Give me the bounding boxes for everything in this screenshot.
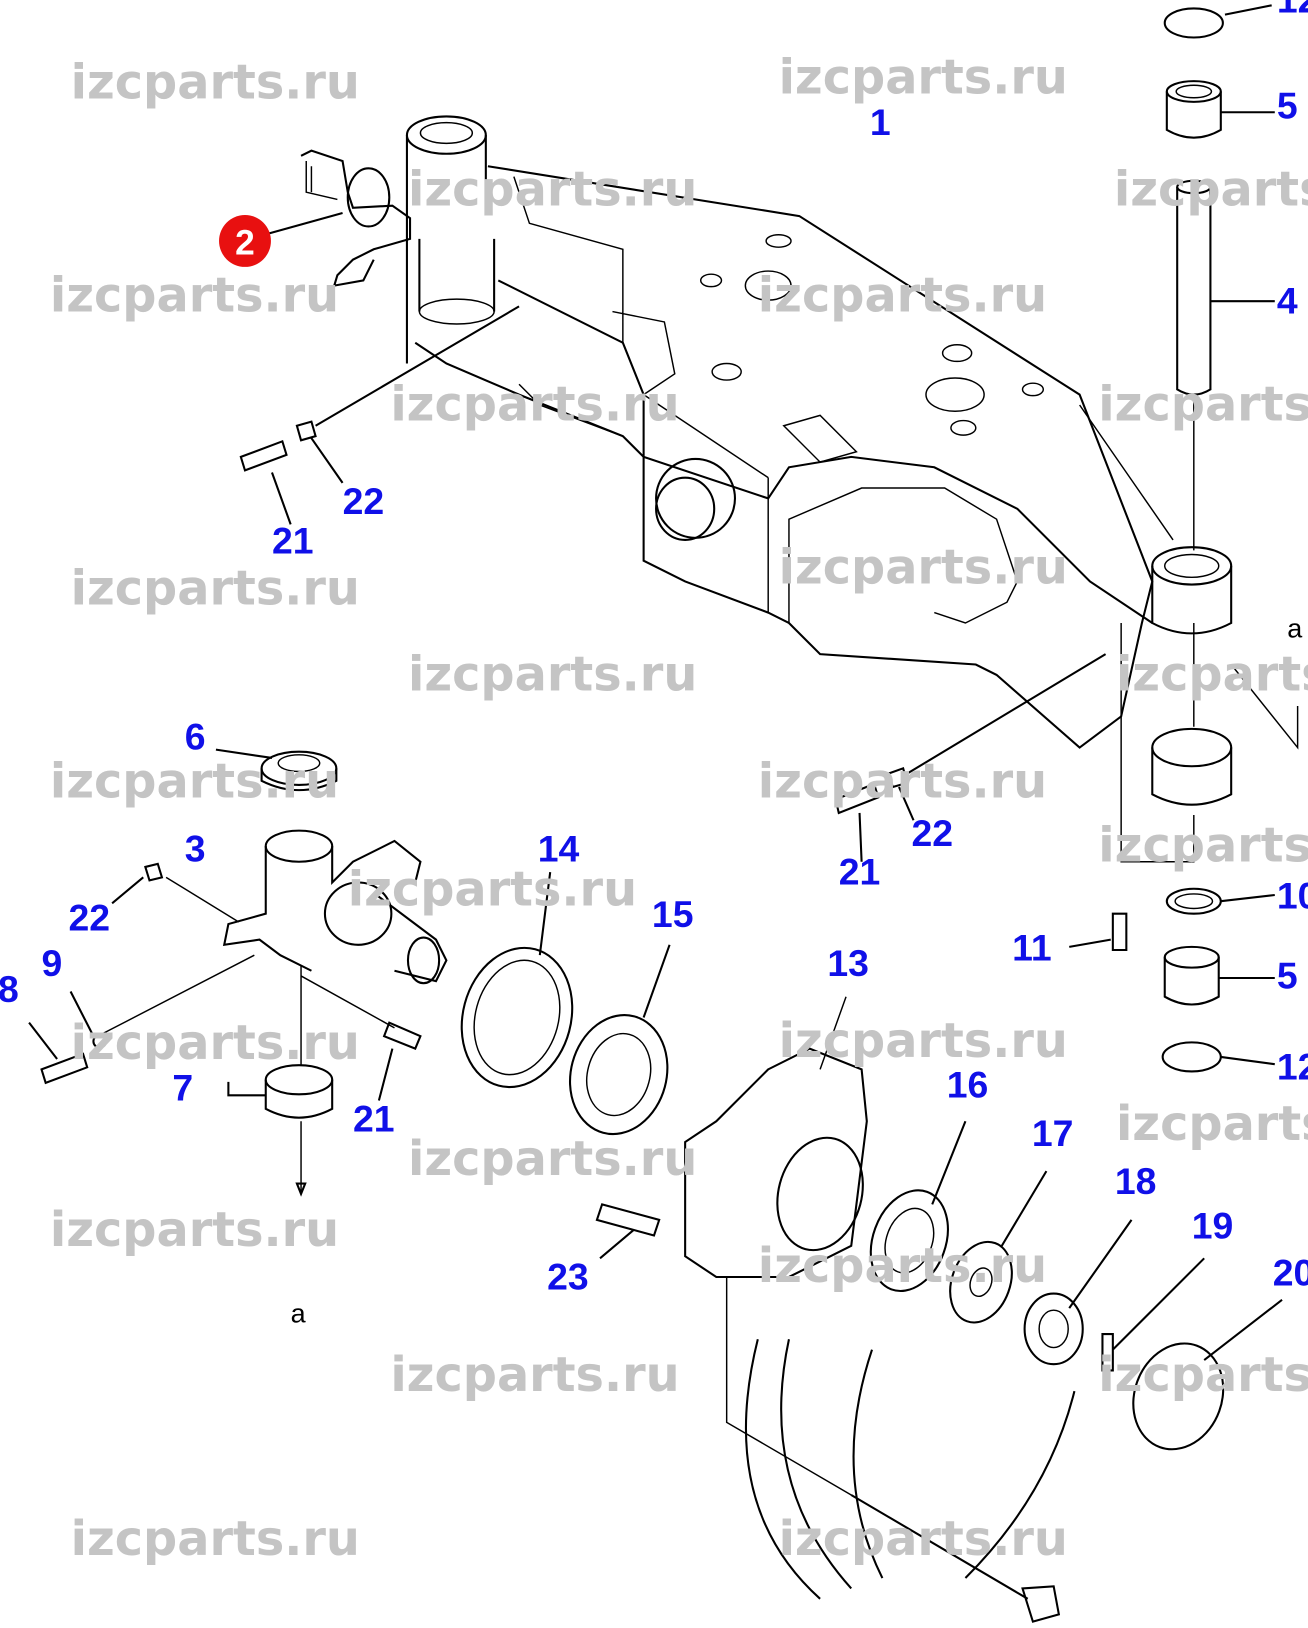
callout-2-highlighted[interactable]: 2 xyxy=(219,211,343,267)
callout-21[interactable]: 21 xyxy=(839,851,881,893)
watermark: izcparts.ru xyxy=(348,862,637,917)
watermark: izcparts.ru xyxy=(1098,819,1308,874)
watermark: izcparts.ru xyxy=(408,163,697,218)
callout-6[interactable]: 6 xyxy=(185,716,206,758)
watermark: izcparts.ru xyxy=(1116,647,1308,702)
callout-8[interactable]: 8 xyxy=(0,968,19,1010)
watermark: izcparts.ru xyxy=(408,1132,697,1187)
callout-13[interactable]: 13 xyxy=(827,942,869,984)
watermark: izcparts.ru xyxy=(758,1239,1047,1294)
callouts: 1 3 4 5 5 6 7 8 9 10 11 12 12 13 14 15 1… xyxy=(0,0,1308,1297)
reference-mark-a: a xyxy=(1287,614,1302,644)
callout-15[interactable]: 15 xyxy=(652,893,694,935)
right-pin-stack xyxy=(1069,4,1299,1073)
watermark: izcparts.ru xyxy=(1098,1348,1308,1403)
bolts-upper xyxy=(239,305,1107,862)
callout-23[interactable]: 23 xyxy=(547,1255,589,1297)
watermark: izcparts.ru xyxy=(779,1014,1068,1069)
callout-16[interactable]: 16 xyxy=(947,1063,989,1105)
callout-3[interactable]: 3 xyxy=(185,828,206,870)
watermark: izcparts.ru xyxy=(71,1512,360,1567)
watermark: izcparts.ru xyxy=(50,269,339,324)
watermark: izcparts.ru xyxy=(779,51,1068,106)
callout-22[interactable]: 22 xyxy=(911,812,953,854)
watermark: izcparts.ru xyxy=(1098,378,1308,433)
watermark: izcparts.ru xyxy=(1116,1097,1308,1152)
watermark: izcparts.ru xyxy=(390,1348,679,1403)
watermark: izcparts.ru xyxy=(71,561,360,616)
callout-12[interactable]: 12 xyxy=(1277,1046,1308,1088)
watermark: izcparts.ru xyxy=(50,1203,339,1258)
callout-20[interactable]: 20 xyxy=(1273,1251,1308,1293)
callout-5[interactable]: 5 xyxy=(1277,84,1298,126)
callout-7[interactable]: 7 xyxy=(172,1067,193,1109)
callout-22[interactable]: 22 xyxy=(69,896,111,938)
watermark: izcparts.ru xyxy=(71,56,360,111)
axle-frame-part-1 xyxy=(405,115,1233,806)
callout-4[interactable]: 4 xyxy=(1277,280,1298,322)
watermark: izcparts.ru xyxy=(779,541,1068,596)
watermark: izcparts.ru xyxy=(1114,163,1308,218)
callout-1[interactable]: 1 xyxy=(870,101,891,143)
callout-5[interactable]: 5 xyxy=(1277,954,1298,996)
watermark: izcparts.ru xyxy=(71,1016,360,1071)
callout-12[interactable]: 12 xyxy=(1277,0,1308,21)
callout-label: 2 xyxy=(235,223,255,262)
callout-17[interactable]: 17 xyxy=(1032,1112,1074,1154)
callout-22[interactable]: 22 xyxy=(343,480,385,522)
watermark: izcparts.ru xyxy=(390,378,679,433)
watermark: izcparts.ru xyxy=(408,647,697,702)
watermark: izcparts.ru xyxy=(758,754,1047,809)
watermark: izcparts.ru xyxy=(50,754,339,809)
callout-21[interactable]: 21 xyxy=(353,1098,395,1140)
callout-11[interactable]: 11 xyxy=(1012,926,1051,968)
watermarks: izcparts.ru izcparts.ru izcparts.ru izcp… xyxy=(50,51,1308,1568)
watermark: izcparts.ru xyxy=(779,1512,1068,1567)
callout-19[interactable]: 19 xyxy=(1192,1205,1234,1247)
hub-assembly xyxy=(460,872,1283,1623)
spindle-part-2 xyxy=(300,149,496,325)
watermark: izcparts.ru xyxy=(758,269,1047,324)
callout-14[interactable]: 14 xyxy=(538,828,580,870)
callout-9[interactable]: 9 xyxy=(42,942,63,984)
callout-10[interactable]: 10 xyxy=(1277,874,1308,916)
callout-21[interactable]: 21 xyxy=(272,519,314,561)
knuckle-assembly xyxy=(28,748,448,1197)
callout-18[interactable]: 18 xyxy=(1115,1160,1157,1202)
reference-mark-a: a xyxy=(291,1299,306,1329)
